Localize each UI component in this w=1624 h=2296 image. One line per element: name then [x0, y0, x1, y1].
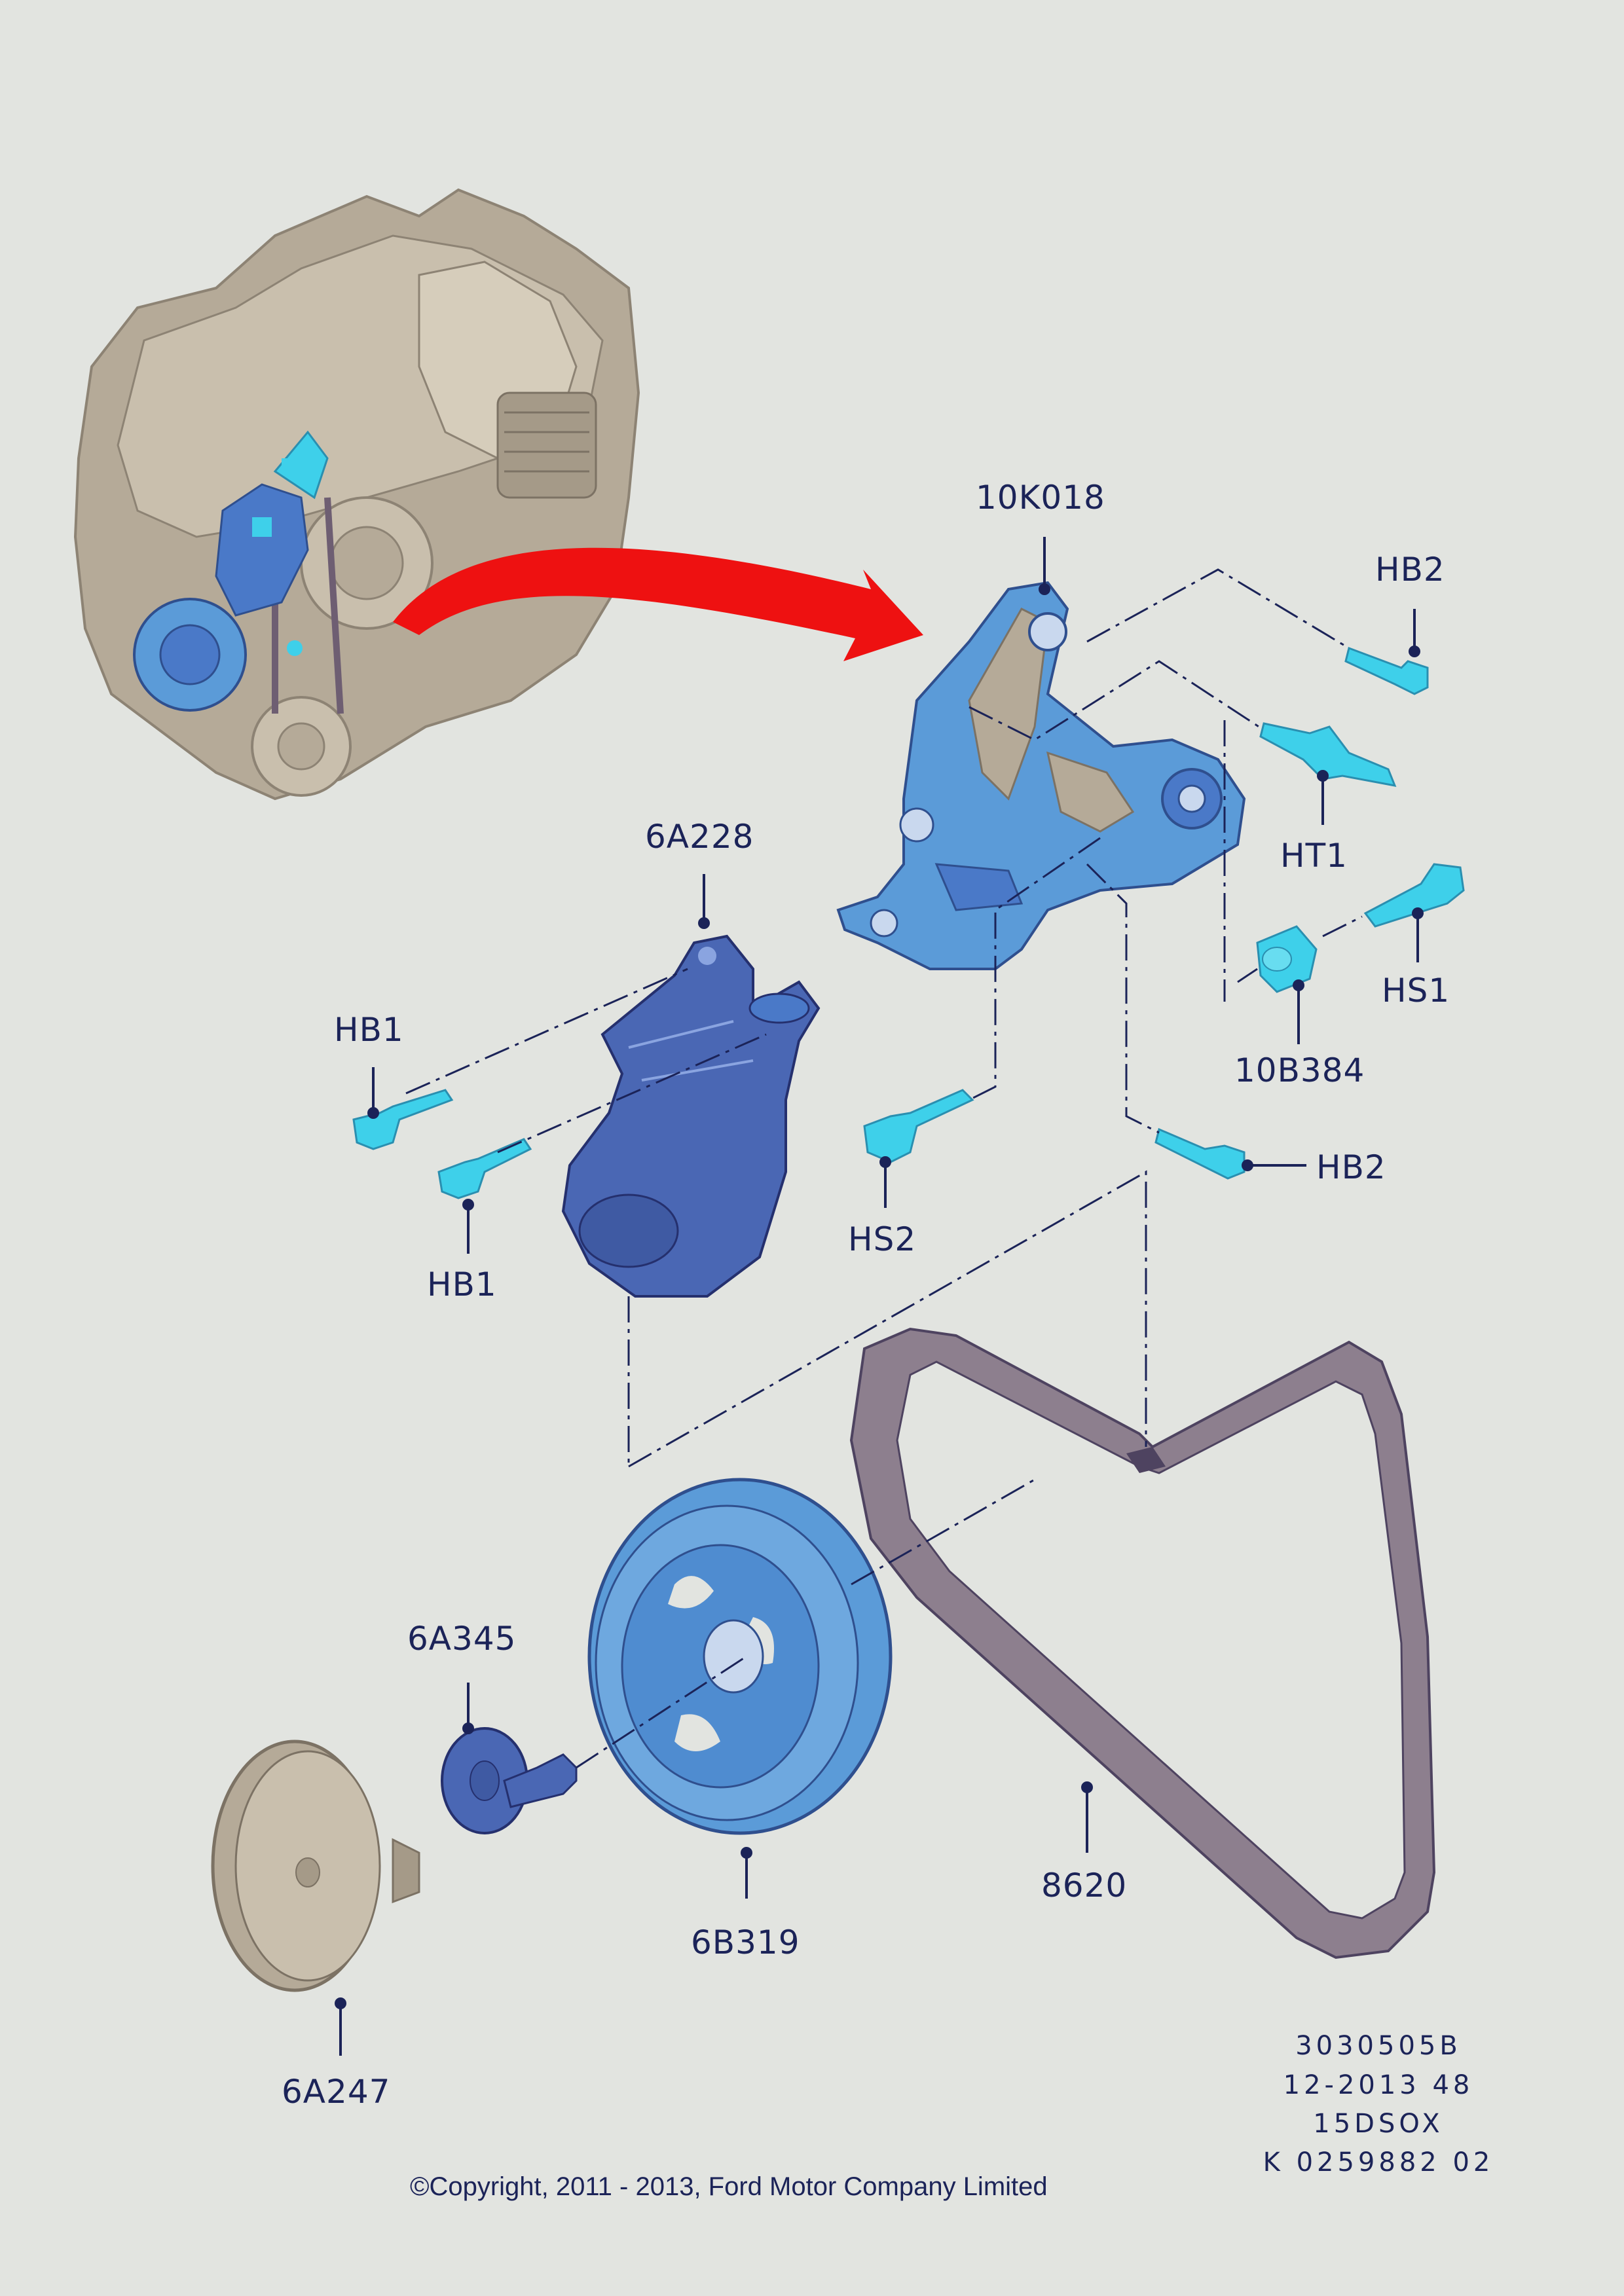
label-6B319: 6B319	[691, 1923, 800, 1961]
bolt-HS2	[863, 1089, 974, 1163]
label-HS1: HS1	[1382, 972, 1450, 1010]
label-8620: 8620	[1041, 1867, 1128, 1904]
drive-belt-8620	[849, 1327, 1436, 1959]
ref-code-line1: 3030505B	[1295, 2031, 1462, 2061]
label-6A228: 6A228	[645, 818, 754, 856]
bolt-HB1-top	[352, 1089, 454, 1150]
leader-lines	[335, 537, 1424, 2056]
label-6A345: 6A345	[407, 1620, 517, 1658]
label-HB2-mid: HB2	[1316, 1148, 1386, 1186]
label-HT1: HT1	[1280, 837, 1348, 875]
ref-code-line2: 12-2013 48	[1283, 2070, 1474, 2100]
label-HB2-top: HB2	[1375, 551, 1445, 589]
bracket-10K018	[836, 581, 1246, 970]
bolt-HB2-mid	[1154, 1127, 1246, 1180]
label-6A247: 6A247	[282, 2073, 391, 2111]
label-10K018: 10K018	[976, 479, 1105, 517]
ref-code-line3: 15DSOX	[1313, 2109, 1444, 2139]
spacer-10B384	[1256, 925, 1318, 993]
label-HS2: HS2	[848, 1220, 917, 1258]
pulley-bolt-6A345	[441, 1727, 578, 1834]
tensioner-6A228	[561, 934, 821, 1298]
engine-illustration	[73, 188, 640, 801]
bolt-HB2-top	[1344, 647, 1429, 695]
red-curved-arrow-icon	[393, 547, 923, 661]
copyright-notice: ©Copyright, 2011 - 2013, Ford Motor Comp…	[410, 2172, 1048, 2201]
alignment-lines	[405, 568, 1363, 1769]
bolt-HS1	[1363, 863, 1465, 928]
label-HB1-top: HB1	[334, 1011, 404, 1049]
stud-HT1	[1259, 722, 1397, 787]
bolt-HB1-bottom	[437, 1138, 532, 1199]
ref-code-line4: K 0259882 02	[1263, 2147, 1494, 2178]
pulley-6A247	[211, 1740, 420, 1992]
crankshaft-pulley-6B319	[587, 1478, 893, 1835]
label-10B384: 10B384	[1234, 1051, 1365, 1089]
label-HB1-bottom: HB1	[427, 1266, 497, 1303]
